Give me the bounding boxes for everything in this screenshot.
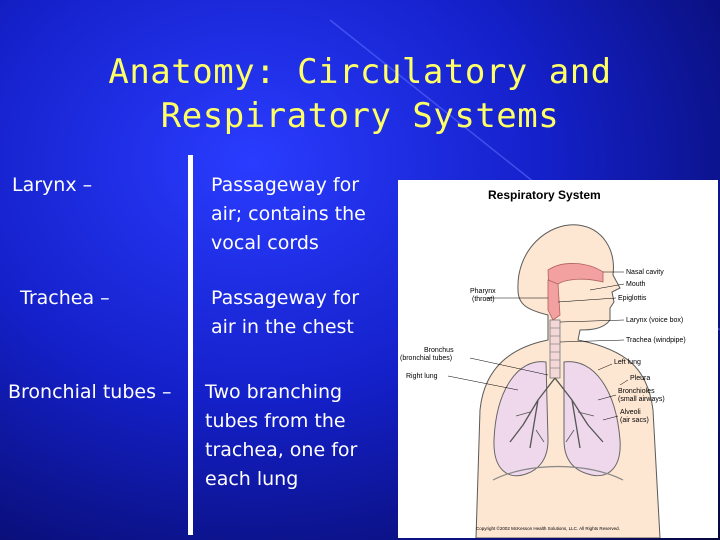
label-pleura: Pleura bbox=[630, 375, 650, 382]
label-alveoli: Alveoli bbox=[620, 409, 641, 416]
label-leaders bbox=[447, 271, 629, 421]
label-bronchioles: Bronchioles bbox=[618, 388, 655, 395]
definition-larynx: Passageway for air; contains the vocal c… bbox=[211, 171, 366, 258]
definition-line: vocal cords bbox=[211, 232, 319, 254]
label-pharynx-sub: (throat) bbox=[472, 296, 495, 303]
bronchi-branches bbox=[509, 377, 604, 449]
label-nasal-cavity: Nasal cavity bbox=[626, 269, 664, 276]
column-divider bbox=[188, 155, 193, 535]
definition-line: Two branching bbox=[205, 381, 343, 403]
label-pharynx: Pharynx bbox=[470, 288, 496, 295]
definition-line: Passageway for bbox=[211, 287, 360, 309]
label-bronchus-sub: (bronchial tubes) bbox=[400, 355, 452, 362]
label-epiglottis: Epiglottis bbox=[618, 295, 647, 302]
definition-trachea: Passageway for air in the chest bbox=[211, 284, 359, 342]
figure-copyright: Copyright ©2002 McKesson Health Solution… bbox=[476, 525, 620, 531]
definition-line: air in the chest bbox=[211, 316, 354, 338]
definition-line: Passageway for bbox=[211, 174, 360, 196]
label-bronchioles-sub: (small airways) bbox=[618, 396, 665, 403]
definition-line: trachea, one for bbox=[205, 439, 358, 461]
slide-title: Anatomy: Circulatory and Respiratory Sys… bbox=[90, 50, 630, 138]
trachea-shape bbox=[549, 319, 561, 379]
slide-title-line-1: Anatomy: Circulatory and bbox=[108, 52, 612, 92]
left-lung-shape bbox=[563, 361, 621, 477]
pharynx-shape bbox=[547, 279, 561, 321]
label-trachea: Trachea (windpipe) bbox=[626, 337, 686, 344]
trachea-rings bbox=[550, 327, 560, 369]
label-right-lung: Right lung bbox=[406, 373, 438, 380]
label-alveoli-sub: (air sacs) bbox=[620, 417, 649, 424]
term-larynx: Larynx – bbox=[12, 174, 93, 196]
definition-bronchial-tubes: Two branching tubes from the trachea, on… bbox=[205, 378, 357, 494]
figure-title: Respiratory System bbox=[488, 188, 601, 202]
term-trachea: Trachea – bbox=[20, 287, 110, 309]
respiratory-diagram: Respiratory System bbox=[400, 188, 686, 538]
respiratory-system-figure: Respiratory System bbox=[398, 180, 718, 538]
label-bronchus: Bronchus bbox=[424, 347, 454, 354]
term-bronchial-tubes: Bronchial tubes – bbox=[8, 381, 172, 403]
diaphragm-shape bbox=[492, 465, 624, 481]
label-mouth: Mouth bbox=[626, 281, 646, 288]
definition-line: each lung bbox=[205, 468, 299, 490]
definition-line: tubes from the bbox=[205, 410, 346, 432]
label-larynx: Larynx (voice box) bbox=[626, 317, 683, 324]
definition-line: air; contains the bbox=[211, 203, 366, 225]
right-lung-shape bbox=[493, 361, 549, 477]
label-left-lung: Left lung bbox=[614, 359, 641, 366]
slide-title-line-2: Respiratory Systems bbox=[160, 96, 560, 136]
